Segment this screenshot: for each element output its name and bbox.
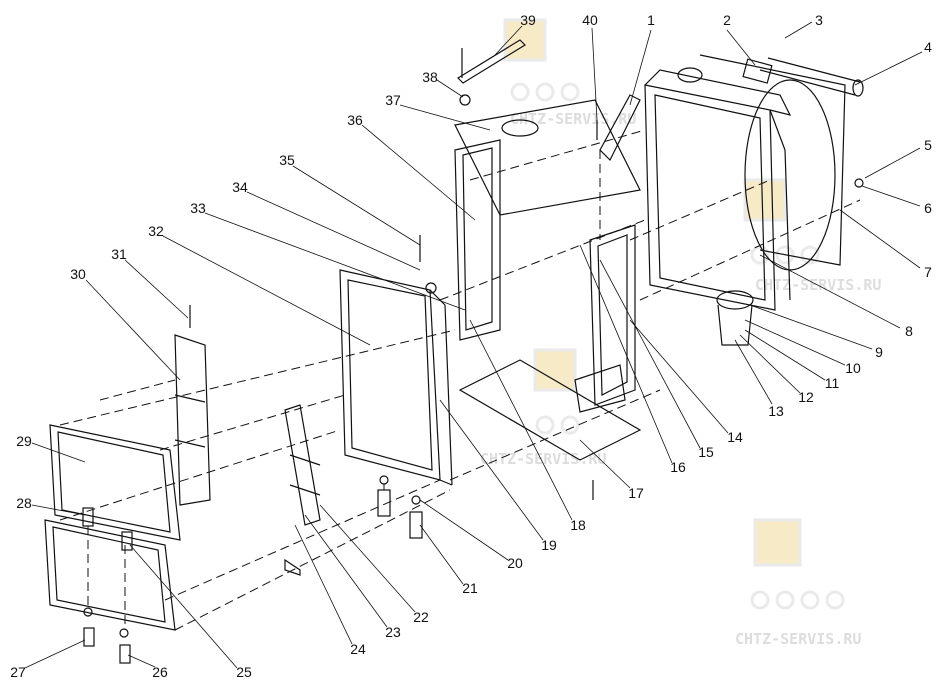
callout-13[interactable]: 13 [768, 403, 784, 419]
callout-38[interactable]: 38 [422, 69, 438, 85]
callout-15[interactable]: 15 [698, 444, 714, 460]
callout-2[interactable]: 2 [723, 12, 731, 28]
callout-23[interactable]: 23 [385, 624, 401, 640]
callout-11[interactable]: 11 [824, 375, 840, 391]
callout-14[interactable]: 14 [727, 429, 743, 445]
callout-36[interactable]: 36 [347, 112, 363, 128]
callout-9[interactable]: 9 [875, 344, 883, 360]
callout-28[interactable]: 28 [16, 495, 32, 511]
callout-16[interactable]: 16 [670, 459, 686, 475]
callout-34[interactable]: 34 [232, 179, 248, 195]
watermark-text: CHTZ-SERVIS.RU [480, 450, 607, 468]
callout-37[interactable]: 37 [385, 92, 401, 108]
callout-12[interactable]: 12 [798, 389, 814, 405]
callout-33[interactable]: 33 [190, 200, 206, 216]
callout-7[interactable]: 7 [924, 264, 932, 280]
callout-21[interactable]: 21 [462, 580, 478, 596]
callout-31[interactable]: 31 [111, 246, 127, 262]
callout-3[interactable]: 3 [815, 12, 823, 28]
watermark-text: CHTZ-SERVIS.RU [510, 110, 637, 128]
callout-40[interactable]: 40 [582, 12, 598, 28]
callout-4[interactable]: 4 [924, 39, 932, 55]
callout-39[interactable]: 39 [520, 12, 536, 28]
callout-32[interactable]: 32 [148, 223, 164, 239]
callout-1[interactable]: 1 [647, 12, 655, 28]
callout-35[interactable]: 35 [279, 152, 295, 168]
watermark-logos [503, 18, 845, 610]
callout-8[interactable]: 8 [905, 323, 913, 339]
callout-17[interactable]: 17 [628, 485, 644, 501]
callout-10[interactable]: 10 [845, 360, 861, 376]
callout-20[interactable]: 20 [507, 555, 523, 571]
watermark-text: CHTZ-SERVIS.RU [735, 630, 862, 648]
callout-27[interactable]: 27 [10, 664, 26, 680]
callout-24[interactable]: 24 [350, 641, 366, 657]
callout-29[interactable]: 29 [16, 433, 32, 449]
callout-30[interactable]: 30 [70, 266, 86, 282]
pipe [759, 57, 861, 96]
callout-25[interactable]: 25 [236, 664, 252, 680]
radiator-core [644, 54, 846, 311]
callout-22[interactable]: 22 [413, 609, 429, 625]
callout-26[interactable]: 26 [152, 664, 168, 680]
callout-6[interactable]: 6 [924, 200, 932, 216]
callout-19[interactable]: 19 [541, 537, 557, 553]
callout-18[interactable]: 18 [570, 517, 586, 533]
callout-5[interactable]: 5 [924, 137, 932, 153]
